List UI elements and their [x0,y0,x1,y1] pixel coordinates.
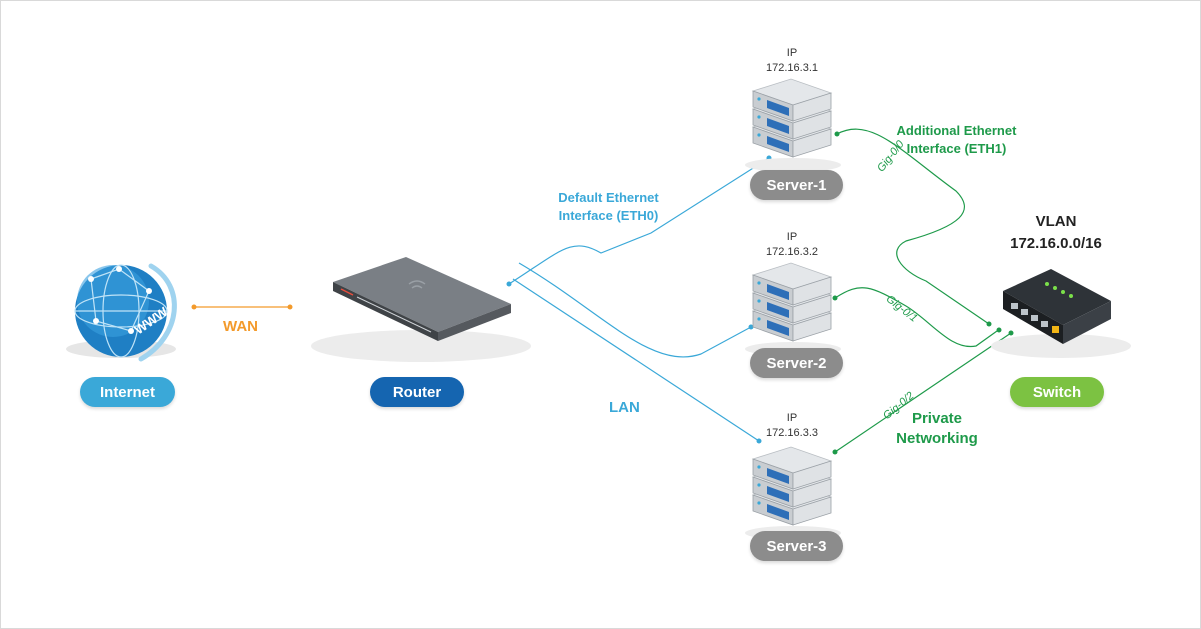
private-label-line2: Networking [896,430,978,447]
lan-links [508,157,770,442]
router-label: Router [370,377,464,407]
server-1-ip: IP 172.16.3.1 [752,46,832,76]
switch-label: Switch [1010,377,1104,407]
server-3-ip-value: 172.16.3.3 [766,427,818,439]
private-link-server-2 [834,287,998,348]
private-link-server-1 [836,128,990,325]
wan-link [191,304,293,310]
server-2-ip: IP 172.16.3.2 [752,230,832,260]
eth1-label-line2: Interface (ETH1) [906,141,1007,156]
private-label-line1: Private [911,410,963,427]
server-1-icon [745,78,841,172]
wan-label: WAN [223,318,258,335]
eth1-label: Additional Ethernet Interface (ETH1) [869,122,1044,158]
router-icon [311,257,531,362]
eth0-label: Default Ethernet Interface (ETH0) [521,189,696,225]
eth1-label-line1: Additional Ethernet [896,123,1017,138]
server-3-label: Server-3 [750,531,843,561]
internet-label: Internet [80,377,175,407]
server-3-ip: IP 172.16.3.3 [752,411,832,441]
server-1-ip-value: 172.16.3.1 [766,62,818,74]
lan-link-server-3 [512,278,760,442]
server-1-label: Server-1 [750,170,843,200]
vlan-label-line2: 172.16.0.0/16 [1010,235,1102,252]
lan-label: LAN [609,399,640,416]
private-link-server-3 [834,332,1012,453]
server-3-icon [745,446,841,540]
eth0-label-line1: Default Ethernet [558,190,659,205]
private-links [834,128,1012,453]
vlan-label-line1: VLAN [1035,213,1077,230]
server-1-ip-label: IP [786,47,798,59]
globe-icon: WWW [66,263,177,362]
server-2-ip-value: 172.16.3.2 [766,246,818,258]
eth0-label-line2: Interface (ETH0) [558,208,659,223]
lan-link-server-2 [518,262,752,358]
server-2-ip-label: IP [786,231,798,243]
server-2-icon [745,262,841,356]
lan-link-server-1 [508,157,770,285]
server-3-ip-label: IP [786,412,798,424]
switch-icon [991,269,1131,358]
server-2-label: Server-2 [750,348,843,378]
private-networking-label: Private Networking [877,409,997,449]
vlan-label: VLAN 172.16.0.0/16 [991,211,1121,255]
